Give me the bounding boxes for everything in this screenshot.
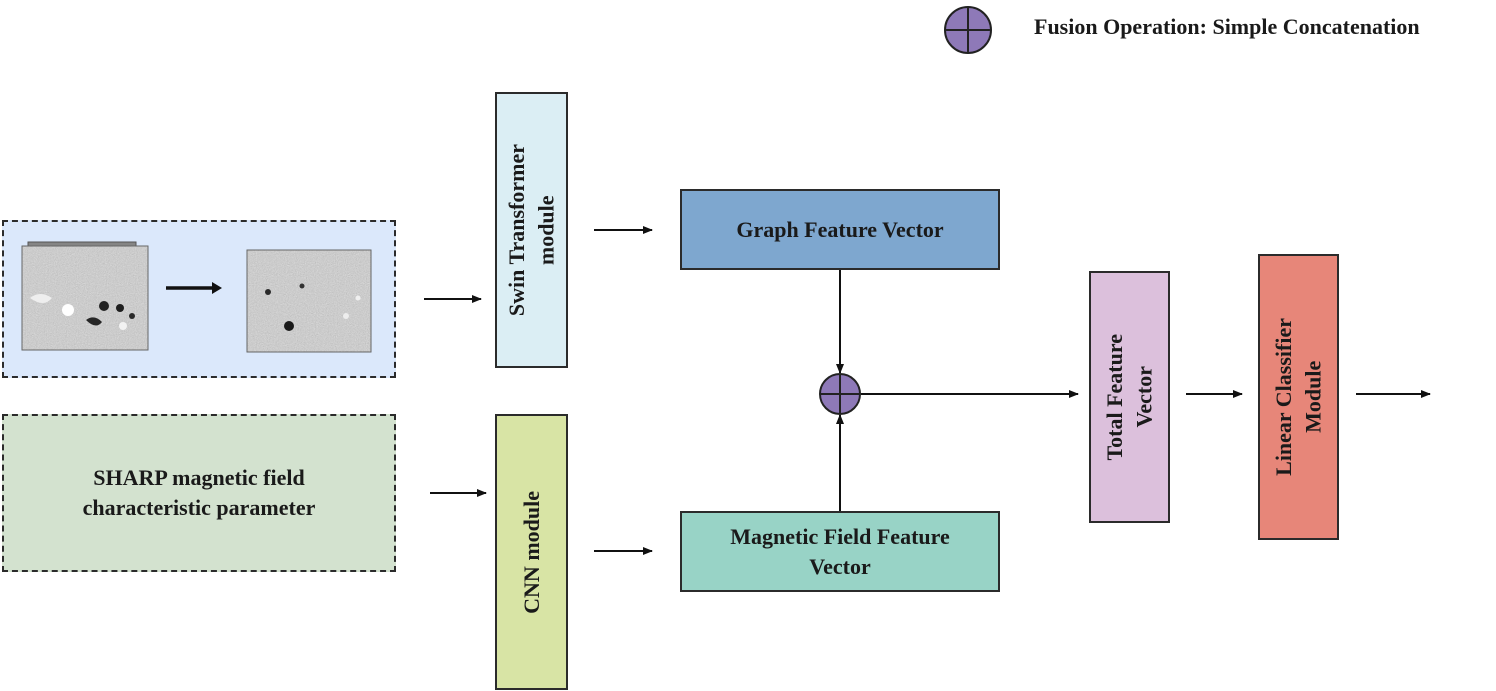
swin-transformer-module: Swin Transformer module xyxy=(495,92,568,368)
magnetic-vector-label-line2: Vector xyxy=(809,553,871,579)
graph-feature-vector: Graph Feature Vector xyxy=(680,189,1000,270)
sharp-label-line2: characteristic parameter xyxy=(82,495,316,520)
cnn-module: CNN module xyxy=(495,414,568,690)
fusion-legend-icon xyxy=(944,6,992,54)
magnetogram-stack-icon xyxy=(21,241,372,353)
sharp-label-line1: SHARP magnetic field xyxy=(93,465,305,491)
legend-text: Fusion Operation: Simple Concatenation xyxy=(1034,14,1420,39)
total-feature-vector: Total Feature Vector xyxy=(1089,271,1170,523)
graph-vector-label: Graph Feature Vector xyxy=(736,216,944,242)
image-input-panel xyxy=(2,220,396,378)
linear-classifier-module: Linear Classifier Module xyxy=(1258,254,1339,540)
magnetic-field-feature-vector: Magnetic Field Feature Vector xyxy=(680,511,1000,592)
fusion-node-icon xyxy=(819,373,861,415)
magnetic-vector-label-line1: Magnetic Field Feature xyxy=(730,523,950,549)
sharp-input-panel: SHARP magnetic field characteristic para… xyxy=(2,414,396,572)
